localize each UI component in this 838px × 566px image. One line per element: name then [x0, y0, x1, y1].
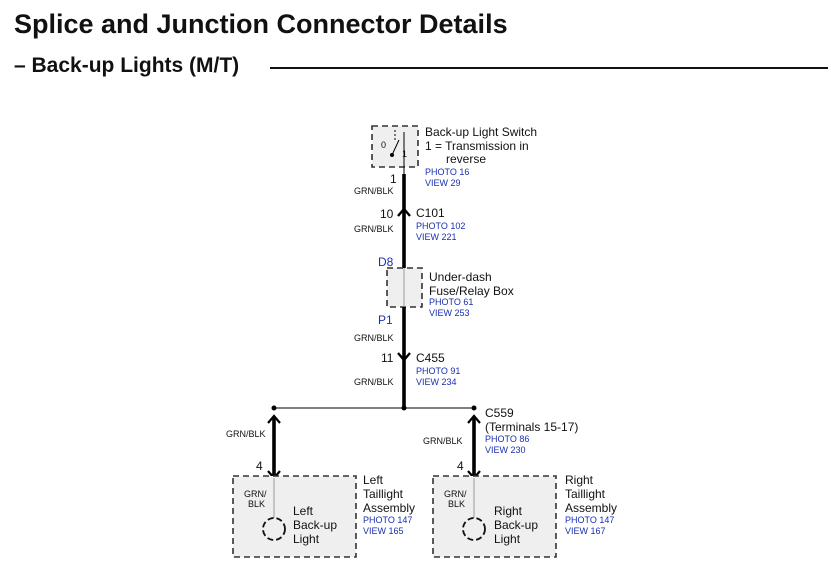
c101-connector-mark	[397, 207, 411, 217]
page-title: Splice and Junction Connector Details	[14, 9, 508, 39]
fusebox-pin-bottom: P1	[378, 313, 393, 327]
left-taillight-box	[232, 475, 357, 558]
wire-color-label-left: GRN/BLK	[226, 429, 266, 439]
fusebox-photo-link[interactable]: PHOTO 61	[429, 297, 473, 307]
right-assembly-label-line3: Assembly	[565, 501, 617, 515]
right-lamp-label-line3: Light	[494, 532, 521, 546]
c559-name[interactable]: C559	[485, 406, 514, 420]
splice-center-node	[401, 405, 407, 411]
wire-color-label-4: GRN/BLK	[354, 377, 394, 387]
wire-color-label-right: GRN/BLK	[423, 436, 463, 446]
left-bulb-icon	[262, 517, 286, 541]
right-lamp-label-line1: Right	[494, 504, 523, 518]
under-dash-fuse-relay-box[interactable]	[386, 267, 423, 308]
right-taillight-box	[432, 475, 557, 558]
switch-view-link[interactable]: VIEW 29	[425, 178, 461, 188]
switch-photo-link[interactable]: PHOTO 16	[425, 167, 469, 177]
left-assembly-label-line1: Left	[363, 473, 384, 487]
left-lamp-wire-line1: GRN/	[244, 489, 267, 499]
switch-name: Back-up Light Switch	[425, 125, 537, 139]
switch-arm	[391, 139, 400, 156]
left-assembly-label-line2: Taillight	[363, 487, 404, 501]
switch-position-1: 1	[402, 149, 407, 159]
switch-pin-number: 1	[390, 172, 397, 186]
left-lamp-wire-line2: BLK	[248, 499, 265, 509]
right-bulb-icon	[462, 517, 486, 541]
fusebox-view-link[interactable]: VIEW 253	[429, 308, 470, 318]
c101-photo-link[interactable]: PHOTO 102	[416, 221, 465, 231]
fusebox-pin-top: D8	[378, 255, 394, 269]
c455-photo-link[interactable]: PHOTO 91	[416, 366, 460, 376]
left-lamp-label-line1: Left	[293, 504, 314, 518]
c101-name[interactable]: C101	[416, 206, 445, 220]
c455-pin-number: 11	[381, 351, 394, 365]
c101-pin-number: 10	[380, 207, 394, 221]
c455-name[interactable]: C455	[416, 351, 445, 365]
c559-terminals: (Terminals 15-17)	[485, 420, 578, 434]
backup-light-switch[interactable]: 0 1	[371, 125, 419, 174]
switch-desc-line2: reverse	[446, 152, 486, 166]
right-assembly-photo-link[interactable]: PHOTO 147	[565, 515, 614, 525]
switch-position-0: 0	[381, 140, 386, 150]
right-splice-connector-mark	[467, 414, 481, 424]
left-splice-connector-mark	[267, 414, 281, 424]
left-lamp-label-line3: Light	[293, 532, 320, 546]
fusebox-name-line2: Fuse/Relay Box	[429, 284, 514, 298]
left-lamp-pin-number: 4	[256, 459, 263, 473]
wire-color-label-1: GRN/BLK	[354, 186, 394, 196]
right-assembly-view-link[interactable]: VIEW 167	[565, 526, 606, 536]
right-assembly-label-line2: Taillight	[565, 487, 606, 501]
section-title: – Back-up Lights (M/T)	[14, 54, 240, 77]
fusebox-name-line1: Under-dash	[429, 270, 492, 284]
left-assembly-photo-link[interactable]: PHOTO 147	[363, 515, 412, 525]
right-lamp-wire-line1: GRN/	[444, 489, 467, 499]
splice-left-node	[271, 405, 277, 411]
switch-desc-line1: 1 = Transmission in	[425, 139, 529, 153]
c455-connector-mark	[397, 352, 411, 362]
left-assembly-view-link[interactable]: VIEW 165	[363, 526, 404, 536]
right-taillight-assembly[interactable]	[432, 475, 557, 558]
right-lamp-pin-number: 4	[457, 459, 464, 473]
c559-view-link[interactable]: VIEW 230	[485, 445, 526, 455]
wire-color-label-2: GRN/BLK	[354, 224, 394, 234]
c455-view-link[interactable]: VIEW 234	[416, 377, 457, 387]
c101-view-link[interactable]: VIEW 221	[416, 232, 457, 242]
left-assembly-label-line3: Assembly	[363, 501, 415, 515]
right-lamp-label-line2: Back-up	[494, 518, 538, 532]
splice-right-node	[471, 405, 477, 411]
section-divider	[270, 67, 828, 69]
left-taillight-assembly[interactable]	[232, 475, 357, 558]
right-assembly-label-line1: Right	[565, 473, 594, 487]
switch-box	[371, 125, 419, 168]
left-lamp-label-line2: Back-up	[293, 518, 337, 532]
c559-photo-link[interactable]: PHOTO 86	[485, 434, 529, 444]
wire-color-label-3: GRN/BLK	[354, 333, 394, 343]
right-lamp-wire-line2: BLK	[448, 499, 465, 509]
